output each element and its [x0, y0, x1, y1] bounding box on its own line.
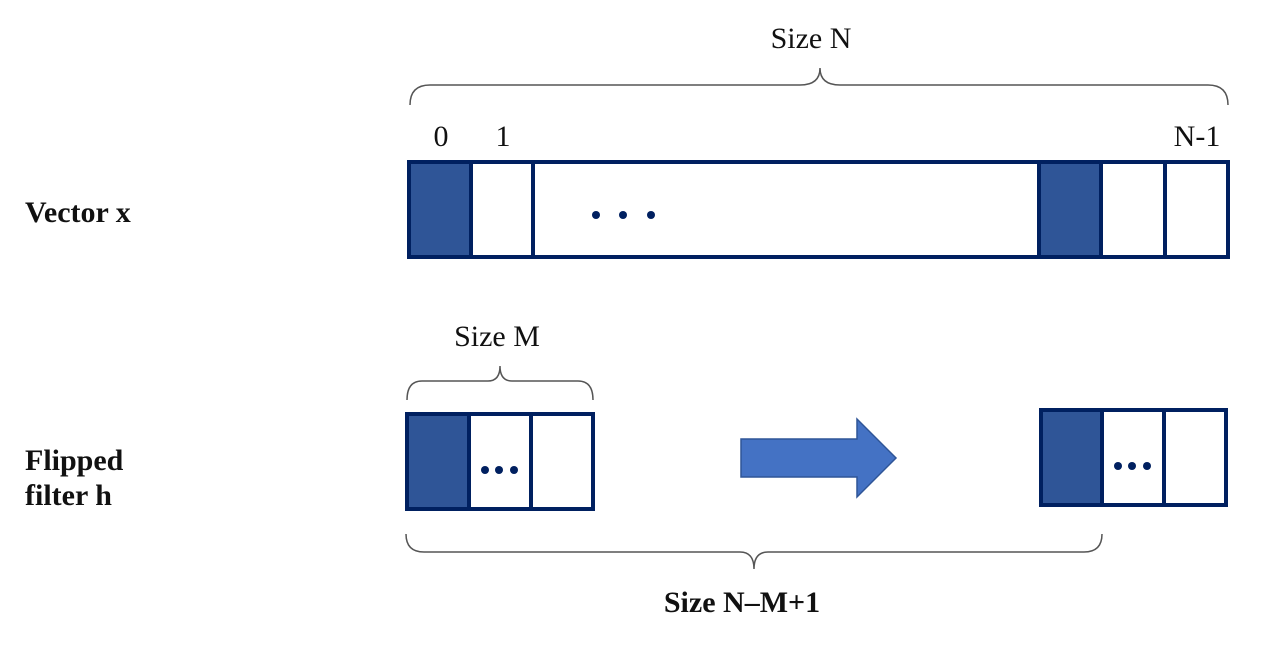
vector-x-label: Vector x [25, 196, 131, 229]
vector-x [407, 160, 1230, 259]
size-output-label: Size N–M+1 [664, 586, 820, 619]
vector-cell [1163, 160, 1230, 259]
ellipsis-dots-icon [481, 466, 518, 474]
filter-cell [1162, 408, 1228, 507]
filter-cell [529, 412, 595, 511]
vector-cell-filled [1037, 160, 1103, 259]
slide-arrow-icon [740, 417, 898, 499]
filter-cell-filled [1039, 408, 1104, 507]
index-label-1: 1 [496, 120, 511, 153]
filter-cell-ellipsis [467, 412, 533, 511]
size-n-label: Size N [771, 22, 852, 55]
vector-cell-ellipsis [531, 160, 1041, 259]
size-n-brace [409, 67, 1229, 106]
vector-cell [1099, 160, 1167, 259]
size-m-brace [406, 365, 594, 401]
index-label-last: N-1 [1174, 120, 1221, 153]
filter-end [1039, 408, 1228, 507]
vector-cell-filled [407, 160, 473, 259]
filter-cell-ellipsis [1100, 408, 1166, 507]
filter-label-line2: filter h [25, 479, 112, 512]
size-m-label: Size M [454, 320, 540, 353]
ellipsis-dots-icon [592, 211, 655, 219]
ellipsis-dots-icon [1114, 462, 1151, 470]
filter-cell-filled [405, 412, 471, 511]
vector-cell [469, 160, 535, 259]
filter-start [405, 412, 595, 511]
index-label-0: 0 [434, 120, 449, 153]
size-output-brace [405, 533, 1103, 570]
filter-label-line1: Flipped [25, 444, 124, 477]
